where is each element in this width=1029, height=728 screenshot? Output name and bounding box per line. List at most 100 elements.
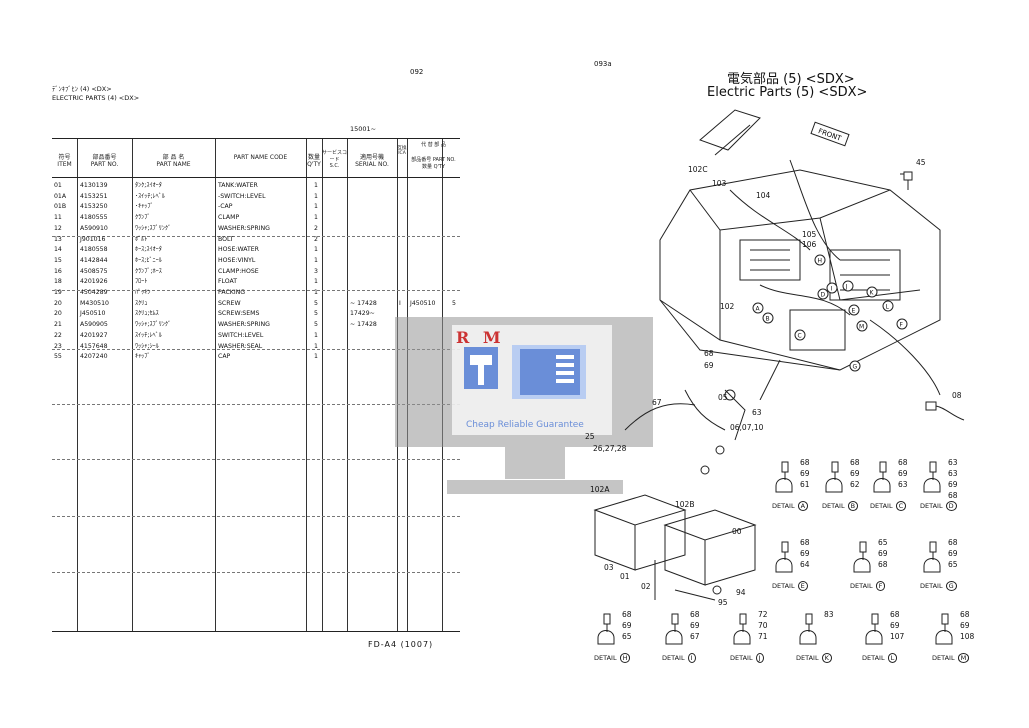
cell-part-no: 4180555 — [80, 214, 108, 222]
cell-name-jp: ｸﾗﾝﾌﾟ — [135, 214, 151, 222]
detail-m-drawing — [935, 613, 953, 645]
cell-part-no: 4130139 — [80, 182, 108, 189]
callout-45: 45 — [916, 158, 926, 167]
header-code: PART NAME CODE — [215, 139, 306, 178]
cell-name-jp: ﾜｯｼｬ;ｼｰﾙ — [135, 342, 159, 350]
callout-94: 94 — [736, 588, 746, 597]
cell-qty: 5 — [314, 310, 318, 318]
cell-item: 01A — [54, 192, 67, 200]
cell-part-no: 4157648 — [80, 342, 108, 350]
cell-part-no: J450510 — [80, 310, 106, 318]
cell-part-no: M430510 — [80, 299, 109, 307]
cell-part-no: 4201926 — [80, 278, 108, 286]
detail-i-drawing — [665, 613, 683, 645]
detail-callout: 68 — [890, 610, 900, 619]
header-serial: 適用号機 SERIAL NO. — [347, 139, 397, 178]
detail-letter: H — [619, 653, 631, 663]
cell-name-en: CLAMP:HOSE — [218, 267, 259, 275]
row-separator — [52, 516, 460, 517]
cell-name-en: CLAMP — [218, 214, 240, 222]
cell-name-en: SCREW — [218, 299, 241, 307]
detail-e-drawing — [775, 541, 793, 573]
cell-name-jp: ﾊﾟｯｷﾝ — [135, 289, 151, 296]
watermark-brand: R M — [456, 328, 505, 347]
detail-callout: 67 — [690, 632, 700, 641]
detail-h-drawing — [597, 613, 615, 645]
detail-letter: E — [797, 581, 808, 591]
cell-qty: 3 — [314, 267, 318, 275]
callout-08: 08 — [952, 391, 962, 400]
cell-item: 01B — [54, 203, 67, 211]
cell-part-no: A590905 — [80, 321, 108, 329]
row-separator — [52, 459, 460, 460]
row-separator — [52, 572, 460, 573]
cell-name-jp: ﾌﾛｰﾄ — [135, 278, 148, 286]
cell-part-no: 4207240 — [80, 353, 108, 361]
cell-qty: 1 — [314, 342, 318, 350]
detail-letter: A — [797, 501, 809, 511]
cell-qty: 1 — [314, 289, 318, 296]
detail-c-drawing — [873, 461, 891, 493]
detail-callout: 71 — [758, 632, 768, 641]
header-part-no: 部品番号 PART NO. — [77, 139, 132, 178]
cell-name-en: TANK:WATER — [218, 182, 258, 189]
cell-qty: 2 — [314, 224, 318, 232]
cell-item: 22 — [54, 331, 62, 339]
callout-106: 106 — [802, 240, 817, 249]
cell-item: 55 — [54, 353, 62, 361]
detail-d-drawing — [923, 461, 941, 493]
cell-item: 20 — [54, 299, 62, 307]
cell-name-en: SWITCH:LEVEL — [218, 331, 264, 339]
detail-callout: 70 — [758, 621, 768, 630]
detail-letter: L — [887, 653, 898, 663]
detail-callout: 69 — [800, 549, 810, 558]
machine-diagram: FRONT A B C D E F G H I J K L M — [659, 109, 941, 400]
cell-item: 19 — [54, 289, 62, 296]
detail-k-drawing — [799, 613, 817, 645]
svg-text:B: B — [766, 316, 770, 323]
cell-name-en: BOLT — [218, 235, 234, 243]
header-qty: 数量 Q'TY — [306, 139, 322, 178]
col-divider — [132, 139, 133, 631]
page-title-jp-left: ﾃﾞﾝｷﾌﾞﾋﾝ (4) <DX> — [52, 85, 112, 93]
col-divider — [306, 139, 307, 631]
cell-name-jp: ﾜｯｼｬ;ｽﾌﾟﾘﾝｸﾞ — [135, 224, 172, 232]
detail-letter: F — [875, 581, 886, 591]
page-title-en-left: ELECTRIC PARTS (4) <DX> — [52, 94, 140, 102]
detail-callout: 63 — [948, 458, 958, 467]
row-separator — [52, 290, 460, 291]
cell-name-en: HOSE:VINYL — [218, 256, 256, 264]
callout-26-27-28: 26,27,28 — [593, 444, 627, 453]
cell-item: 13 — [54, 235, 62, 243]
detail-callout: 65 — [622, 632, 632, 641]
detail-letter: J — [755, 653, 764, 663]
col-divider — [322, 139, 323, 631]
footer-code: FD-A4 (1007) — [368, 640, 434, 649]
cell-name-en: FLOAT — [218, 278, 238, 286]
col-divider — [347, 139, 348, 631]
cell-part-no: 4153251 — [80, 192, 108, 200]
cell-item: 12 — [54, 224, 62, 232]
cell-serial: ~ 17428 — [350, 299, 377, 307]
callout-06-07-10: 06,07,10 — [730, 423, 764, 432]
detail-l-drawing — [865, 613, 883, 645]
cell-part-no: 4153250 — [80, 203, 108, 211]
cell-name-jp: ﾎｰｽ;ﾋﾞﾆｰﾙ — [135, 256, 162, 264]
cell-name-en: -CAP — [218, 203, 233, 211]
detail-callout: 68 — [948, 538, 958, 547]
cell-name-en: HOSE:WATER — [218, 246, 259, 254]
svg-text:H: H — [818, 258, 823, 265]
callout-69: 69 — [704, 361, 714, 370]
detail-callout: 68 — [960, 610, 970, 619]
detail-callout: 69 — [622, 621, 632, 630]
cell-name-en: CAP — [218, 353, 231, 361]
battery-assembly-drawing — [593, 389, 757, 601]
